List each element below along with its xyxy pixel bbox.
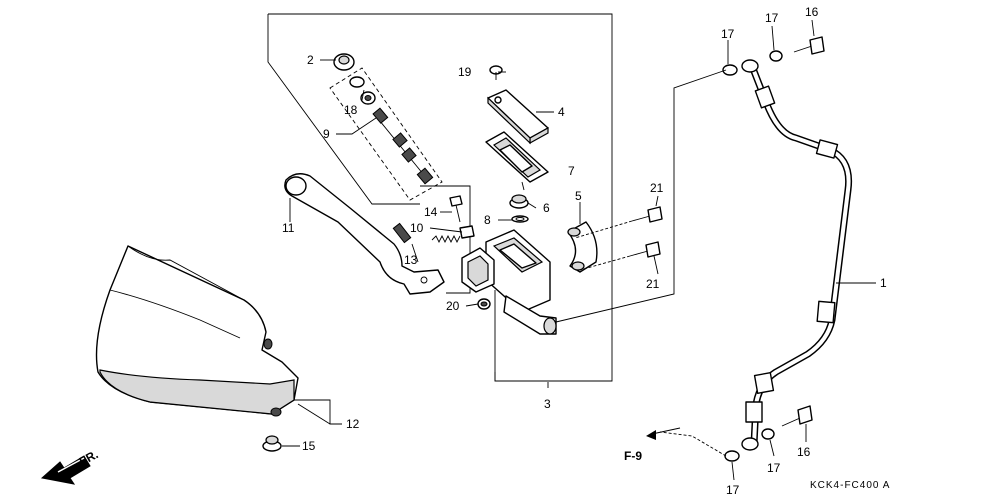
label-10: 10 <box>410 221 424 235</box>
part-5-holder <box>567 221 598 273</box>
label-17-top-left: 17 <box>721 27 735 41</box>
label-17-top-right: 17 <box>765 11 779 25</box>
part-3-master-cylinder <box>461 229 557 335</box>
part-21-bolt-lower <box>579 241 661 271</box>
subassembly-outline <box>420 185 471 294</box>
part-21-bolt-upper <box>574 206 663 239</box>
label-17-bottom: 17 <box>726 483 740 497</box>
label-11: 11 <box>282 221 295 235</box>
label-8: 8 <box>484 213 491 227</box>
leader-lines <box>282 19 876 481</box>
f9-reference-label: F-9 <box>624 449 642 463</box>
label-14: 14 <box>424 205 438 219</box>
label-5: 5 <box>575 189 582 203</box>
label-4: 4 <box>558 105 565 119</box>
label-16-top: 16 <box>805 5 819 19</box>
part-11-lever <box>284 173 445 295</box>
label-12: 12 <box>346 417 360 431</box>
part-17-washers <box>722 50 783 462</box>
part-8-ring <box>511 215 529 223</box>
label-16-bottom: 16 <box>797 445 811 459</box>
label-9: 9 <box>323 127 330 141</box>
part-9-pushrod <box>372 107 434 185</box>
assembly-3-outline-left <box>267 14 420 205</box>
label-1: 1 <box>880 276 887 290</box>
part-6-seal <box>509 194 529 209</box>
part-4-reservoir-cap <box>487 89 549 145</box>
label-13: 13 <box>404 253 418 267</box>
part-1-clutch-hose <box>741 59 853 451</box>
part-7-diaphragm <box>485 131 549 191</box>
part-15-grommet <box>262 435 282 452</box>
part-20-cap <box>477 298 491 310</box>
part-14-pivot-bolt <box>449 195 463 223</box>
label-6: 6 <box>543 201 550 215</box>
part-10-nut <box>459 225 475 239</box>
label-17-bottom-right: 17 <box>767 461 781 475</box>
label-21-upper: 21 <box>650 181 664 195</box>
part-19-screw <box>489 65 503 80</box>
label-19: 19 <box>458 65 472 79</box>
part-9-boundary <box>329 67 443 201</box>
label-7: 7 <box>568 164 575 178</box>
part-12-handguard <box>95 245 299 417</box>
label-15: 15 <box>302 439 316 453</box>
label-3: 3 <box>544 397 551 411</box>
label-18: 18 <box>344 103 358 117</box>
f9-reference-arrow <box>646 427 681 440</box>
front-direction-arrow <box>40 455 91 485</box>
label-2: 2 <box>307 53 314 67</box>
part-2-boot <box>333 53 355 71</box>
part-16-bolt-upper <box>793 36 825 55</box>
diagram-code: KCK4-FC400 A <box>810 480 890 491</box>
part-18-washer <box>349 76 376 105</box>
label-21-lower: 21 <box>646 277 660 291</box>
assembly-3-outline <box>268 13 613 382</box>
label-20: 20 <box>446 299 460 313</box>
part-16-bolt-lower <box>781 405 813 427</box>
part-13-spring <box>392 222 461 244</box>
